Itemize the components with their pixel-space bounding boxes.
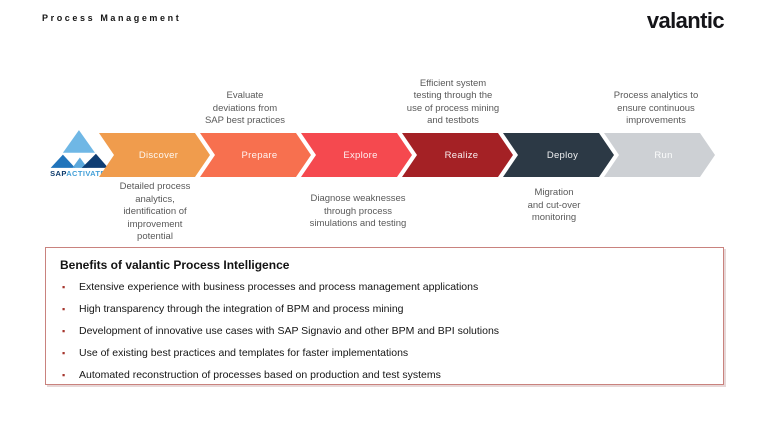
annotation-text: Efficient system testing through the use… bbox=[406, 77, 500, 127]
chevron-realize-label: Realize bbox=[444, 149, 479, 161]
chevron-realize: Realize bbox=[402, 133, 513, 177]
chevron-deploy-label: Deploy bbox=[546, 149, 579, 161]
annotation-explore-bottom: Diagnose weaknesses through process simu… bbox=[309, 193, 407, 230]
benefit-text: Use of existing best practices and templ… bbox=[79, 347, 409, 359]
benefit-text: High transparency through the integratio… bbox=[79, 303, 404, 315]
benefit-item: ▪ High transparency through the integrati… bbox=[46, 303, 723, 315]
benefits-title: Benefits of valantic Process Intelligenc… bbox=[60, 258, 290, 272]
annotation-deploy-bottom: Migration and cut-over monitoring bbox=[527, 187, 581, 224]
activate-text: ACTIVATE bbox=[66, 169, 106, 178]
chevron-explore-label: Explore bbox=[343, 149, 378, 161]
chevron-explore: Explore bbox=[301, 133, 412, 177]
benefit-text: Extensive experience with business proce… bbox=[79, 281, 479, 293]
bullet-icon: ▪ bbox=[62, 326, 66, 336]
benefit-item: ▪ Extensive experience with business proc… bbox=[46, 281, 723, 293]
benefit-text: Development of innovative use cases with… bbox=[79, 325, 500, 337]
annotation-discover-bottom: Detailed process analytics, identificati… bbox=[119, 181, 191, 243]
sap-text: SAP bbox=[50, 169, 67, 178]
annotation-realize-top: Efficient system testing through the use… bbox=[391, 74, 515, 128]
sap-activate-wordmark: SAPACTIVATE bbox=[42, 169, 114, 178]
sap-activate-logo: SAPACTIVATE bbox=[42, 129, 114, 181]
bullet-icon: ▪ bbox=[62, 282, 66, 292]
benefit-item: ▪ Development of innovative use cases wit… bbox=[46, 325, 723, 337]
chevron-prepare-label: Prepare bbox=[241, 149, 278, 161]
bullet-icon: ▪ bbox=[62, 370, 66, 380]
sap-activate-triangle-icon bbox=[50, 130, 109, 168]
chevron-run-label: Run bbox=[654, 149, 673, 161]
annotation-run-top: Process analytics to ensure continuous i… bbox=[593, 74, 719, 128]
page-title: Process Management bbox=[42, 13, 182, 23]
benefit-item: ▪ Automated reconstruction of processes b… bbox=[46, 369, 723, 381]
bullet-icon: ▪ bbox=[62, 304, 66, 314]
chevron-prepare: Prepare bbox=[200, 133, 311, 177]
chevron-run: Run bbox=[604, 133, 715, 177]
annotation-text: Process analytics to ensure continuous i… bbox=[613, 90, 699, 127]
annotation-text: Evaluate deviations from SAP best practi… bbox=[204, 90, 286, 127]
valantic-logo: valantic bbox=[646, 8, 725, 33]
benefit-item: ▪ Use of existing best practices and temp… bbox=[46, 347, 723, 359]
chevron-discover-label: Discover bbox=[138, 149, 179, 161]
chevron-deploy: Deploy bbox=[503, 133, 614, 177]
bullet-icon: ▪ bbox=[62, 348, 66, 358]
annotation-prepare-top: Evaluate deviations from SAP best practi… bbox=[184, 74, 306, 128]
benefits-list: ▪ Extensive experience with business proc… bbox=[46, 281, 723, 381]
chevron-discover: Discover bbox=[99, 133, 210, 177]
benefits-box: Benefits of valantic Process Intelligenc… bbox=[45, 247, 724, 385]
benefit-text: Automated reconstruction of processes ba… bbox=[79, 369, 441, 381]
